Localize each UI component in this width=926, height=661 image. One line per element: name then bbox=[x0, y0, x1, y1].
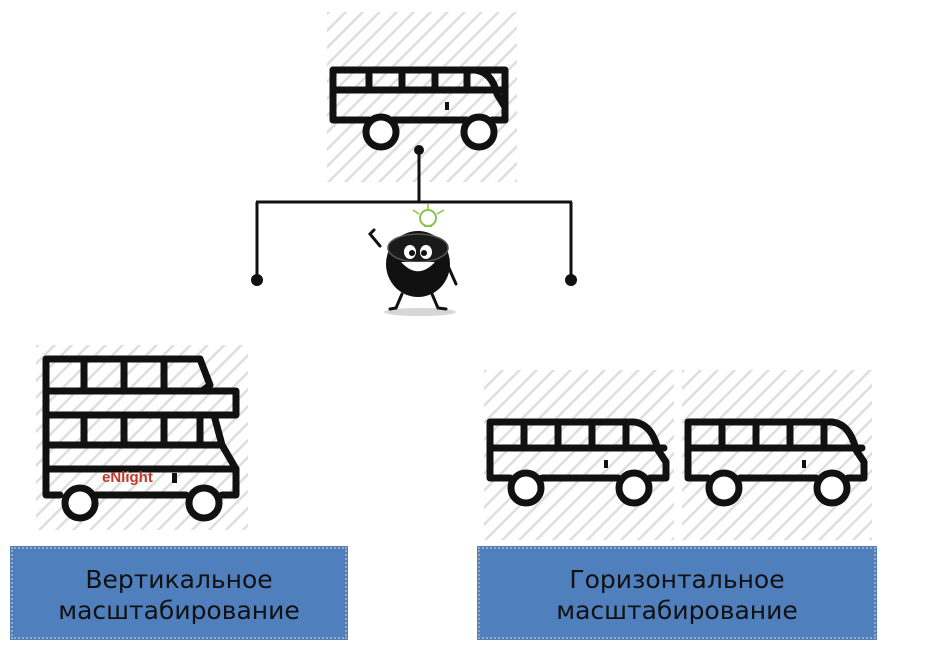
vertical-scaling-text: Вертикальное масштабирование bbox=[58, 564, 300, 625]
double-decker-bus-tile: eNlight bbox=[36, 345, 248, 530]
bus-icon bbox=[682, 370, 872, 540]
connector-dot-right bbox=[565, 274, 577, 286]
horizontal-bus-tile-1 bbox=[484, 370, 674, 540]
connector-dot-top bbox=[414, 145, 424, 155]
horizontal-scaling-text: Горизонтальное масштабирование bbox=[556, 564, 798, 625]
branch-connector bbox=[251, 145, 577, 286]
horizontal-scaling-label: Горизонтальное масштабирование bbox=[477, 546, 877, 640]
bus-icon bbox=[484, 370, 674, 540]
enlight-logo-text: eNlight bbox=[102, 469, 153, 486]
vertical-scaling-label: Вертикальное масштабирование bbox=[10, 546, 348, 640]
horizontal-bus-tile-2 bbox=[682, 370, 872, 540]
mascot-icon bbox=[367, 204, 458, 316]
double-decker-bus-icon bbox=[36, 345, 248, 530]
connector-dot-left bbox=[251, 274, 263, 286]
lightbulb-icon bbox=[412, 204, 445, 227]
